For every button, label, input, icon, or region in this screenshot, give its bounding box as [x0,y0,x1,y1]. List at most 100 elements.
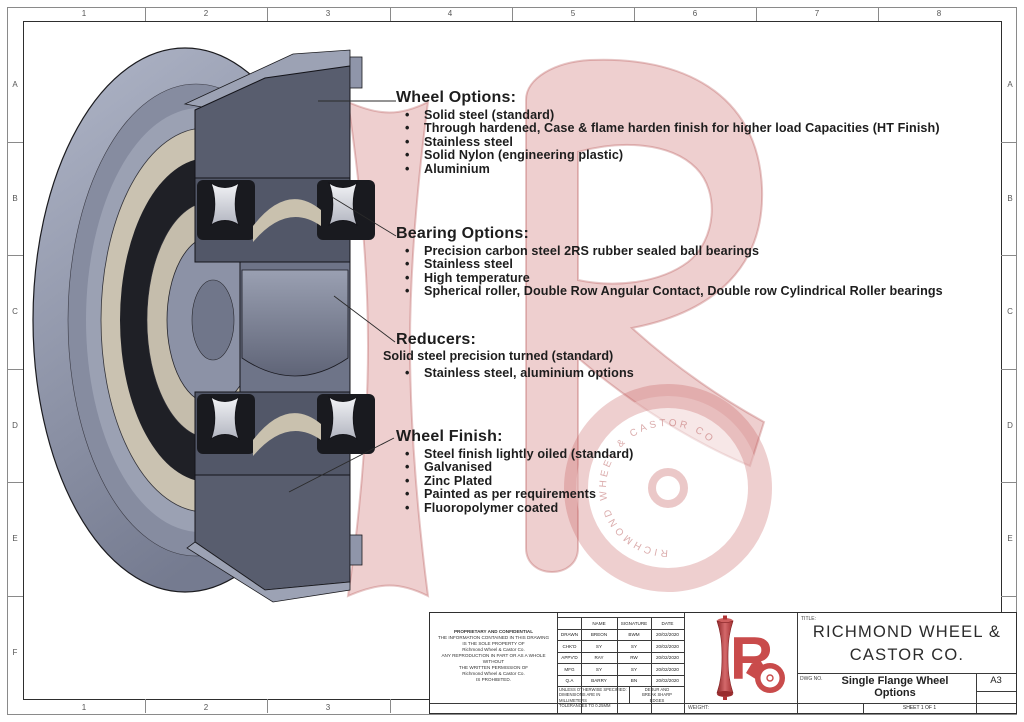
annotation-title: Reducers: [396,331,477,348]
proprietary-line: Richmond Wheel & Castor Co. [462,671,525,676]
row-label-left: F [12,648,18,657]
approval-signature: SY [630,643,638,649]
proprietary-notice: PROPRIETARY AND CONFIDENTIAL THE INFORMA… [432,629,555,683]
annotation-title: Wheel Finish: [396,428,503,445]
col-label-top: 7 [814,9,820,18]
approval-role: APPV'D [561,655,578,660]
title-block: PROPRIETARY AND CONFIDENTIAL THE INFORMA… [429,612,1017,714]
row-label-right: C [1007,307,1013,316]
col-label-bottom: 3 [325,703,331,712]
ball-bearing [209,181,241,227]
drawing-title-line1: Single Flange Wheel [841,675,949,687]
bullet-item: High temperature [396,271,1010,286]
bullet-item: Aluminium [396,162,1010,177]
logo-roller-stub-top [723,615,727,620]
bullet-list: Stainless steel, aluminium options [396,366,1010,381]
tolerance-note: UNLESS OTHERWISE SPECIFIED: DIMENSIONS A… [559,687,627,709]
axle-bore-face [191,279,235,361]
bullet-item: Precision carbon steel 2RS rubber sealed… [396,244,1010,259]
approval-role: DRAWN [560,632,579,637]
company-name: RICHMOND WHEEL & CASTOR CO. [798,621,1016,667]
col-label-bottom: 1 [81,703,87,712]
bullet-item: Stainless steel [396,257,1010,272]
annotation-wheel-finish: Wheel Finish: Steel finish lightly oiled… [396,428,1010,515]
annotation-wheel-options: Wheel Options: Solid steel (standard) Th… [396,89,1010,176]
bullet-item: Steel finish lightly oiled (standard) [396,447,1010,462]
bullet-list: Steel finish lightly oiled (standard) Ga… [396,447,1010,516]
col-label-top: 8 [936,9,942,18]
approval-date: 20/02/2020 [656,643,679,649]
proprietary-line: IS THE SOLE PROPERTY OF [462,641,525,646]
approval-date: 20/02/2020 [656,655,679,660]
finish-line: BREAK SHARP [642,692,672,698]
annotation-reducers: Reducers: Solid steel precision turned (… [383,331,1010,381]
approval-role: Q.A [565,678,574,683]
flange-step-bottom [349,534,363,566]
approvals-row: APPV'D RAY RW 20/02/2020 [557,652,684,663]
bullet-item: Solid Nylon (engineering plastic) [396,148,1010,163]
row-label-right: A [1007,80,1013,89]
ball-bearing [327,181,359,227]
approvals-header-row: NAME SIGNATURE DATE [557,617,684,629]
row-label-right: D [1007,421,1013,430]
wheel-section-view [32,47,375,603]
col-label-top: 2 [203,9,209,18]
bullet-item: Fluoropolymer coated [396,501,1010,516]
bullet-list: Solid steel (standard) Through hardened,… [396,108,1010,177]
drawing-title: Single Flange Wheel Options [820,675,970,699]
bearing-cage-upper [253,199,321,242]
bullet-item: Through hardened, Case & flame harden fi… [396,121,1010,136]
title-label: TITLE: [801,616,817,622]
proprietary-line: IS PROHIBITED. [476,677,511,682]
bullet-item: Stainless steel [396,135,1010,150]
approval-signature: RW [630,655,638,660]
flange-bottom-face [186,541,351,603]
bullet-item: Painted as per requirements [396,487,1010,502]
approval-signature: SY [630,666,638,672]
bearing-cage-lower [253,413,321,456]
approval-name: SY [595,643,603,649]
logo-roller-bottom [717,691,733,697]
flange-step-top [349,56,363,89]
row-label-right: B [1007,194,1013,203]
col-label-bottom: 2 [203,703,209,712]
bullet-item: Galvanised [396,460,1010,475]
proprietary-line: Richmond Wheel & Castor Co. [462,647,525,652]
approval-name: SY [595,666,603,672]
approval-name: BREON [590,632,608,637]
weight-label: WEIGHT: [688,705,709,711]
tolerance-line: TOLERANCES TO 0.25MM [559,703,611,709]
bullet-item: Stainless steel, aluminium options [396,366,1010,381]
header-cell: SIGNATURE [620,620,648,626]
row-label-left: E [12,534,18,543]
proprietary-line: THE INFORMATION CONTAINED IN THIS DRAWIN… [437,635,550,640]
bullet-item: Zinc Plated [396,474,1010,489]
row-label-left: D [12,421,18,430]
row-label-left: B [12,194,18,203]
sheet-number: SHEET 1 OF 1 [902,705,937,711]
row-label-left: C [12,307,18,316]
approvals-row: Q.A BARRY BN 20/02/2020 [557,675,684,686]
tolerance-line: DIMENSIONS ARE IN MILLIMETERS [559,692,601,703]
reducer-bore [241,269,349,377]
approval-name: RAY [594,655,604,660]
approvals-row: DRAWN BREON BWM 20/02/2020 [557,629,684,640]
bullet-list: Precision carbon steel 2RS rubber sealed… [396,244,1010,299]
finish-note: DEBUR AND BREAK SHARP EDGES [631,687,683,703]
proprietary-line: PROPRIETARY AND CONFIDENTIAL [453,629,534,634]
bullet-item: Solid steel (standard) [396,108,1010,123]
approval-signature: BWM [628,632,640,637]
logo-roller-stub-bottom [723,696,727,700]
col-label-top: 3 [325,9,331,18]
company-name-line2: CASTOR CO. [849,646,965,664]
logo-wheel-hub [766,674,774,682]
drawing-title-line2: Options [874,687,916,699]
annotation-bearing-options: Bearing Options: Precision carbon steel … [396,225,1010,299]
paper-size: A3 [990,675,1002,686]
approvals-row: MFG SY SY 20/02/2020 [557,663,684,675]
finish-line: EDGES [649,697,665,703]
ball-bearing [327,395,359,441]
bullet-item: Spherical roller, Double Row Angular Con… [396,284,1010,299]
approval-date: 20/02/2020 [656,666,679,672]
